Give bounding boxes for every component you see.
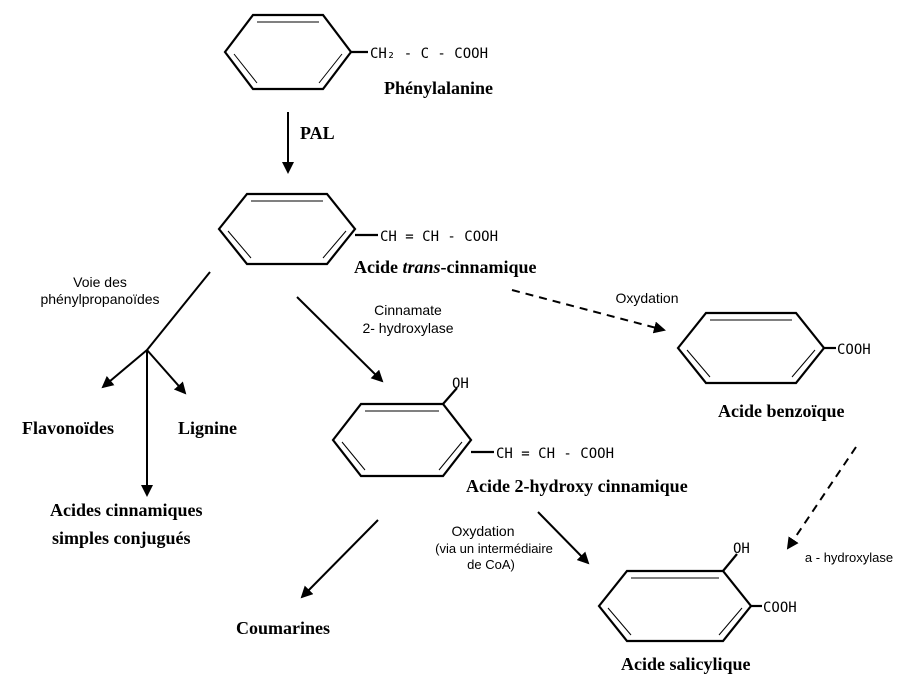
lignine-label: Lignine (178, 418, 237, 438)
benzoic-formula: COOH (837, 342, 871, 358)
salicylic-label: Acide salicylique (621, 654, 751, 674)
phenylalanine-benzene-ring (223, 13, 353, 91)
via-coa-label-line1: (via un intermédiaire (435, 541, 553, 556)
oxydation-label-2: Oxydation (451, 523, 514, 539)
oxydation-label-1: Oxydation (615, 290, 678, 306)
phenylalanine-formula: CH₂ - C - COOH (370, 46, 488, 62)
coumarines-arrow (300, 519, 379, 599)
salicylic-benzene-ring (597, 569, 753, 643)
trans-cinnamic-double-bond (227, 230, 252, 259)
hydroxy-cinnamic-double-bond (438, 441, 463, 471)
salicylic-oh: OH (733, 541, 750, 557)
phenylalanine-label: Phénylalanine (384, 78, 493, 98)
trans-cinnamic-label-prefix: Acide (354, 257, 403, 277)
voie-label-line1: Voie des (73, 274, 127, 290)
benzoic-label: Acide benzoïque (718, 401, 845, 421)
hydroxy-cinnamic-oh: OH (452, 376, 469, 392)
phenylalanine-structure: CH₂ - C - COOH Phénylalanine (223, 13, 493, 98)
flavonoides-arrow (101, 349, 148, 389)
salicylic-formula: COOH (763, 600, 797, 616)
lignine-arrow (146, 349, 187, 395)
via-coa-label-line2: de CoA) (467, 557, 515, 572)
salicylic-oh-bond (722, 553, 738, 572)
phenylalanine-double-bond (318, 53, 343, 84)
trans-cinnamic-double-bond (322, 230, 347, 259)
voie-label-line2: phénylpropanoïdes (40, 291, 159, 307)
hydroxy-cinnamic-benzene-ring (331, 402, 473, 478)
trans-cinnamic-formula: CH = CH - COOH (380, 229, 498, 245)
trans-cinnamic-label-italic: trans (403, 257, 441, 277)
cinnamate-label-line1: Cinnamate (374, 302, 442, 318)
salicylic-acid-structure: OH COOH Acide salicylique (597, 541, 797, 674)
cinnamate-label-line2: 2- hydroxylase (362, 320, 453, 336)
salicylic-double-bond (718, 607, 743, 636)
oxydation-to-salicylic-arrow (537, 511, 590, 565)
benzoic-double-bond (791, 349, 816, 378)
a-hydroxylase-label: a - hydroxylase (805, 550, 893, 565)
benzoic-benzene-ring (676, 311, 826, 385)
hydroxy-cinnamic-oh-bond (442, 387, 458, 405)
flavonoides-label: Flavonoïdes (22, 418, 114, 438)
trans-cinnamic-acid-structure: CH = CH - COOH Acide trans-cinnamique (217, 192, 537, 277)
phenylpropanoid-branch-line (146, 271, 211, 351)
benzoic-double-bond (686, 349, 711, 378)
hydroxy-cinnamic-formula: CH = CH - COOH (496, 446, 614, 462)
hydroxy-cinnamic-acid-structure: OH CH = CH - COOH Acide 2-hydroxy cinnam… (331, 376, 688, 496)
trans-cinnamic-benzene-ring (217, 192, 357, 266)
coumarines-label: Coumarines (236, 618, 330, 638)
acides-cinnamiques-label-line1: Acides cinnamiques (50, 500, 203, 520)
a-hydroxylase-arrow (786, 446, 857, 550)
phenylalanine-double-bond (233, 53, 258, 84)
hydroxy-cinnamic-double-bond (341, 441, 366, 471)
trans-cinnamic-label: Acide trans-cinnamique (354, 257, 537, 277)
salicylic-double-bond (607, 607, 632, 636)
oxydation-to-benzoic-arrow (511, 289, 666, 334)
trans-cinnamic-label-suffix: -cinnamique (441, 257, 537, 277)
pal-enzyme-label: PAL (300, 123, 335, 143)
cinnamate-hydroxylase-arrow (296, 296, 384, 383)
hydroxy-cinnamic-label: Acide 2-hydroxy cinnamique (466, 476, 688, 496)
acides-cinnamiques-label-line2: simples conjugués (52, 528, 191, 548)
benzoic-acid-structure: COOH Acide benzoïque (676, 311, 871, 421)
